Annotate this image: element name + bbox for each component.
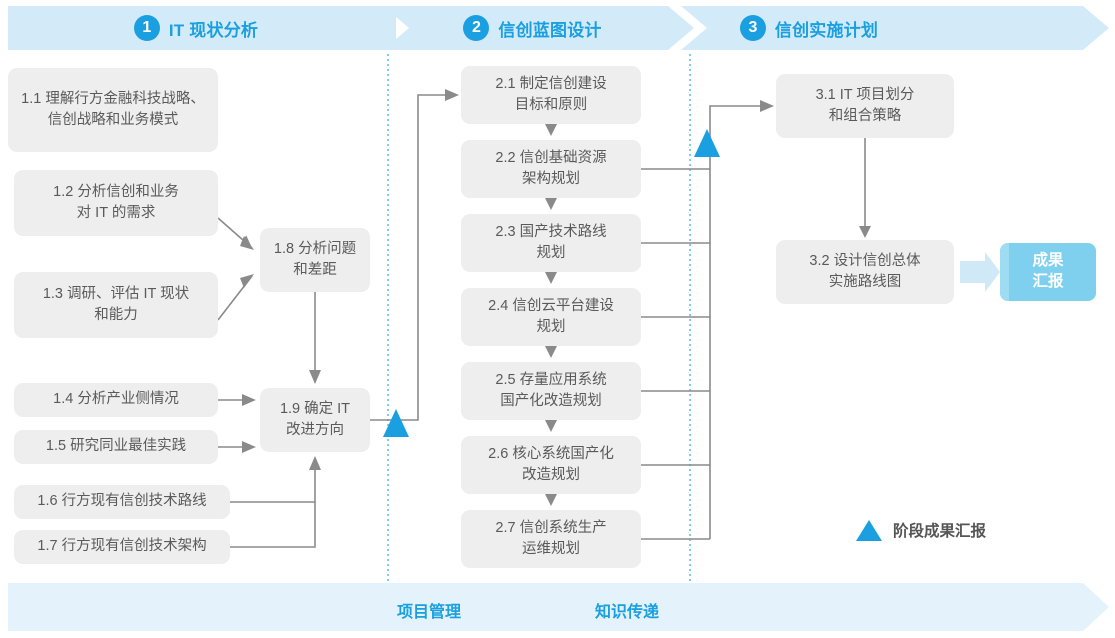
arrowhead-1-5-to-1-9 xyxy=(242,441,256,453)
arrowhead-2-4-2-5 xyxy=(545,346,557,358)
process-box-1-7[interactable]: 1.7 行方现有信创技术架构 xyxy=(14,530,230,564)
arrowhead-2-2-2-3 xyxy=(545,198,557,210)
process-box-1-4[interactable]: 1.4 分析产业侧情况 xyxy=(14,383,218,417)
legend-label: 阶段成果汇报 xyxy=(893,523,987,540)
arrowhead-to-2-1 xyxy=(445,89,459,101)
process-box-2-6[interactable]: 2.6 核心系统国产化 改造规划 xyxy=(461,436,641,494)
arrowhead-2-5-2-6 xyxy=(545,420,557,432)
arrowhead-1-8-a xyxy=(241,235,252,248)
triangle-up-icon xyxy=(856,519,882,541)
phase-label-1: IT 现状分析 xyxy=(168,20,259,40)
process-box-1-6[interactable]: 1.6 行方现有信创技术路线 xyxy=(14,485,230,519)
process-box-2-4[interactable]: 2.4 信创云平台建设 规划 xyxy=(461,288,641,346)
milestone-triangle-phase1-icon xyxy=(383,409,409,437)
process-box-3-1[interactable]: 3.1 IT 项目划分 和组合策略 xyxy=(776,74,954,138)
connector-bus-to-3-1 xyxy=(709,105,768,539)
arrowhead-3-1-3-2 xyxy=(859,226,871,238)
arrowhead-1-4-to-1-9 xyxy=(242,394,256,406)
arrowhead-to-1-9-top xyxy=(309,370,321,384)
phase-header-1: 1 IT 现状分析 xyxy=(8,6,396,50)
phase-number-1: 1 xyxy=(133,15,160,41)
process-box-2-3[interactable]: 2.3 国产技术路线 规划 xyxy=(461,214,641,272)
connector-1-3-to-1-8 xyxy=(217,275,253,321)
footer-label-knowledge-transfer: 知识传递 xyxy=(595,604,660,621)
arrowhead-to-3-1 xyxy=(760,100,774,112)
connector-1-9-to-2-1 xyxy=(370,94,453,421)
milestone-triangle-phase2-icon xyxy=(694,129,720,157)
footer-band-shape xyxy=(8,583,1109,631)
process-box-2-7[interactable]: 2.7 信创系统生产 运维规划 xyxy=(461,510,641,568)
process-box-1-8[interactable]: 1.8 分析问题 和差距 xyxy=(260,228,370,292)
process-box-1-1[interactable]: 1.1 理解行方金融科技战略、 信创战略和业务模式 xyxy=(8,68,218,152)
phase-number-2: 2 xyxy=(463,15,490,41)
arrowhead-2-3-2-4 xyxy=(545,272,557,284)
process-box-1-9[interactable]: 1.9 确定 IT 改进方向 xyxy=(260,388,370,452)
footer-label-project-management: 项目管理 xyxy=(397,604,462,621)
connector-1-7-to-1-9 xyxy=(230,502,316,548)
arrowhead-to-1-8-top xyxy=(240,236,254,250)
process-box-2-2[interactable]: 2.2 信创基础资源 架构规划 xyxy=(461,140,641,198)
arrowhead-2-6-2-7 xyxy=(545,494,557,506)
arrowhead-to-1-8-bottom xyxy=(240,274,254,288)
phase-label-3: 信创实施计划 xyxy=(774,20,879,40)
connector-1-2-to-1-8 xyxy=(217,217,253,249)
phase-header-2: 2 信创蓝图设计 xyxy=(383,6,694,50)
phase-header-3: 3 信创实施计划 xyxy=(681,6,1109,50)
arrowhead-bottom-to-1-9 xyxy=(309,456,321,470)
process-box-1-3[interactable]: 1.3 调研、评估 IT 现状 和能力 xyxy=(14,272,218,338)
arrowhead-2-1-2-2 xyxy=(545,124,557,136)
process-box-3-2[interactable]: 3.2 设计信创总体 实施路线图 xyxy=(776,240,954,304)
process-box-2-1[interactable]: 2.1 制定信创建设 目标和原则 xyxy=(461,66,641,124)
phase-number-3: 3 xyxy=(739,15,766,41)
result-block-arrow-icon xyxy=(960,252,1000,292)
process-box-1-2[interactable]: 1.2 分析信创和业务 对 IT 的需求 xyxy=(14,170,218,236)
process-box-1-5[interactable]: 1.5 研究同业最佳实践 xyxy=(14,430,218,464)
result-report-box[interactable]: 成果 汇报 xyxy=(1000,243,1096,301)
connector-1-6-to-1-9 xyxy=(230,462,316,503)
legend: 阶段成果汇报 xyxy=(856,519,986,541)
phase-label-2: 信创蓝图设计 xyxy=(498,20,602,40)
process-box-2-5[interactable]: 2.5 存量应用系统 国产化改造规划 xyxy=(461,362,641,420)
